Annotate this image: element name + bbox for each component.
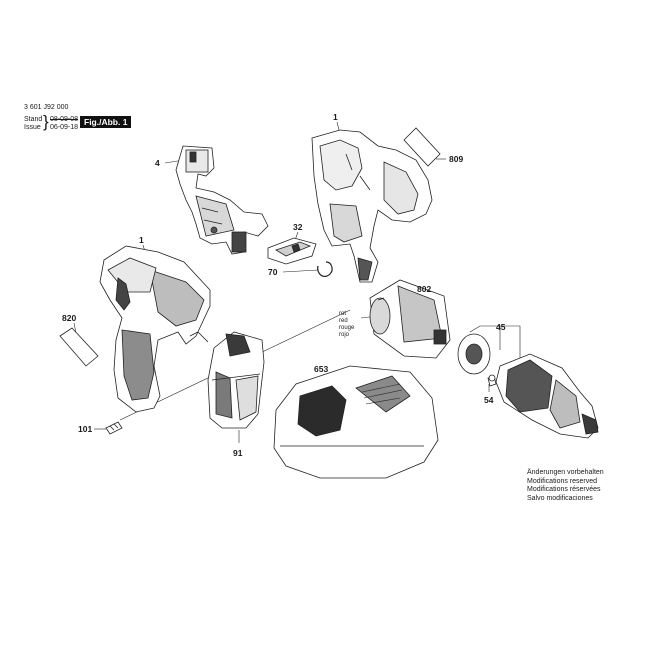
motor-part-802 (369, 279, 451, 359)
housing-shell-right-part-1 (311, 129, 433, 283)
callout-4: 4 (155, 158, 160, 168)
screw-part-54 (487, 374, 497, 387)
battery-pack-part-91 (207, 331, 265, 429)
new-date: 06-09-18 (50, 124, 79, 131)
wire-label: red (339, 318, 348, 324)
wire-color-labels: rot red rouge rojo (339, 311, 354, 339)
note-line: Modifications réservées (527, 486, 601, 493)
wire-label: rot (339, 311, 347, 317)
label-part-809 (403, 127, 441, 167)
callout-101: 101 (78, 424, 92, 434)
stand-label: Stand (24, 116, 43, 123)
part-number: 3 601 J92 000 (24, 104, 69, 111)
modification-notes: Änderungen vorbehalten Modifications res… (527, 469, 604, 503)
gearbox-part-45 (457, 333, 599, 439)
housing-shell-left-part-1 (99, 245, 211, 413)
slide-switch-part-32 (267, 237, 317, 265)
spring-clip-part-70 (317, 261, 333, 278)
callout-32: 32 (293, 222, 303, 232)
screw-part-101 (105, 421, 123, 435)
callout-802: 802 (417, 284, 431, 294)
note-line: Salvo modificaciones (527, 494, 593, 502)
wire-label: rojo (339, 332, 350, 338)
brace-symbol: } (43, 112, 49, 131)
callout-1-top: 1 (333, 112, 338, 122)
callout-1-left: 1 (139, 235, 144, 245)
charger-part-653 (273, 365, 439, 479)
figure-label: Fig./Abb. 1 (80, 116, 132, 128)
note-line: Änderungen vorbehalten (527, 469, 604, 476)
callout-809: 809 (449, 154, 463, 164)
note-line: Modifications reserved (527, 477, 598, 485)
old-date: 08-09-08 (50, 116, 79, 123)
switch-assembly-part-4 (175, 145, 269, 255)
callout-45: 45 (496, 322, 506, 332)
callout-70: 70 (268, 267, 278, 277)
callout-54: 54 (484, 395, 494, 405)
label-part-820 (59, 327, 99, 367)
callout-653: 653 (314, 364, 328, 374)
callout-820: 820 (62, 313, 76, 323)
callout-91: 91 (233, 448, 243, 458)
wire-label: rouge (339, 325, 355, 331)
issue-label: Issue (24, 124, 41, 131)
